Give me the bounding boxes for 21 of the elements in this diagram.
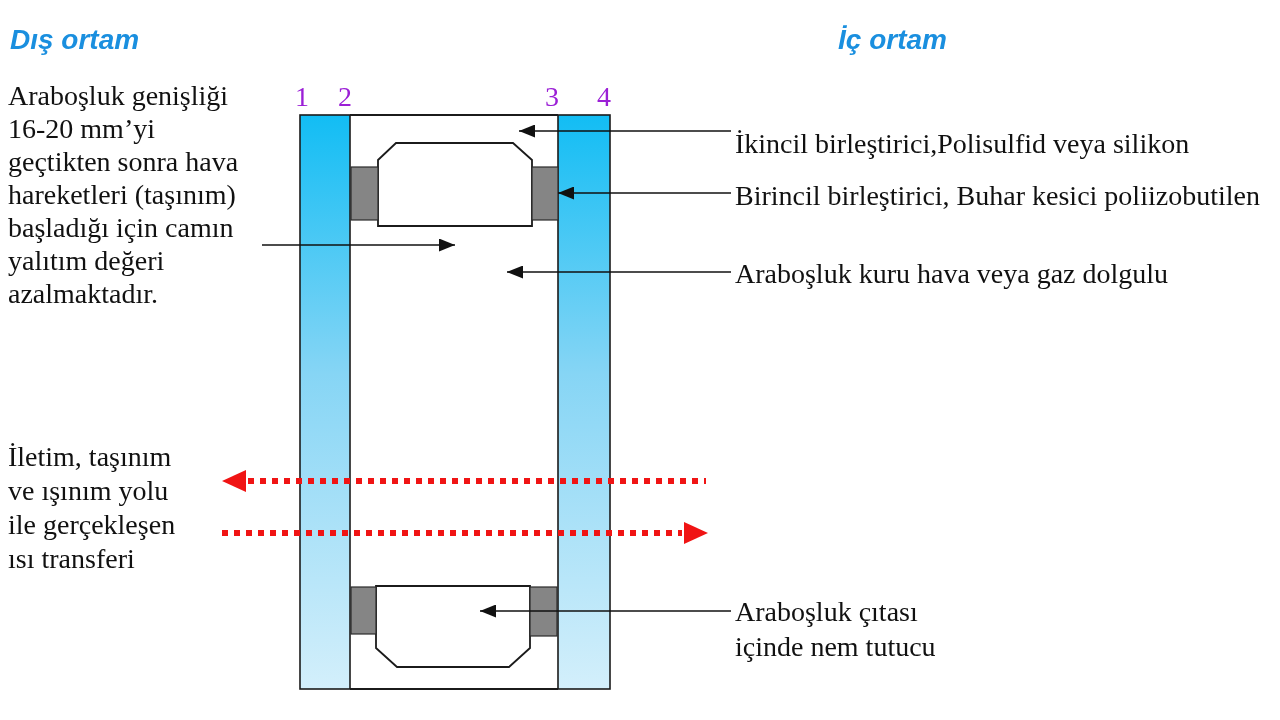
sealant-block bbox=[531, 166, 559, 221]
annotation-text: İletim, taşınım ve ışınım yolu ile gerçekleşen ısı transferi bbox=[8, 440, 177, 576]
annotation-text: Birincil birleştirici, Buhar kesici poliizobutilen bbox=[735, 179, 1260, 212]
callout-number: 4 bbox=[597, 81, 611, 113]
leader-line bbox=[506, 265, 732, 279]
callout-number: 1 bbox=[295, 81, 309, 113]
side-heading: İç ortam bbox=[838, 24, 947, 56]
annotation-text: Araboşluk çıtası içinde nem tutucu bbox=[735, 594, 975, 664]
sealant-block bbox=[350, 586, 377, 635]
callout-number: 2 bbox=[338, 81, 352, 113]
leader-line bbox=[557, 186, 732, 200]
sealant-block bbox=[529, 586, 558, 637]
leader-line bbox=[261, 238, 456, 252]
leader-line bbox=[518, 124, 732, 138]
side-heading: Dış ortam bbox=[10, 24, 140, 56]
callout-number: 3 bbox=[545, 81, 559, 113]
annotation-text: İkincil birleştirici,Polisulfid veya silikon bbox=[735, 127, 1190, 160]
leader-line bbox=[479, 604, 732, 618]
annotation-text: Araboşluk genişliği 16-20 mm’yi geçtikten sonra hava hareketleri (taşınım) başladığı için camın yalıtım değeri azalmaktadır. bbox=[8, 79, 258, 310]
sealant-block bbox=[350, 166, 379, 221]
annotation-text: Araboşluk kuru hava veya gaz dolgulu bbox=[735, 257, 1169, 290]
